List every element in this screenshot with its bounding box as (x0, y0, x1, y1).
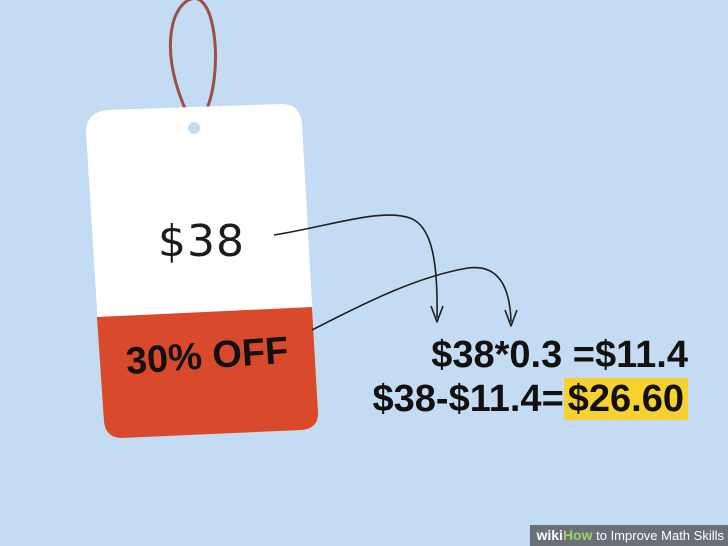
wikihow-logo: wikiHow (536, 527, 593, 543)
final-price-result: $26.60 (563, 377, 688, 420)
price-tag-red-band (97, 307, 319, 438)
final-price-calculation: $38-$11.4=$26.60 (372, 377, 688, 422)
final-price-expression: $38-$11.4= (372, 377, 564, 420)
watermark-caption: to Improve Math Skills (592, 528, 724, 543)
arrow-from-discount (311, 266, 512, 331)
tag-price-label: $38 (158, 216, 245, 267)
discount-calculation: $38*0.3 =$11.4 (431, 334, 688, 376)
arrow-from-price (273, 214, 438, 319)
tag-string (168, 0, 217, 130)
calculation-block: $38*0.3 =$11.4 $38-$11.4=$26.60 (373, 334, 688, 421)
wikihow-watermark: wikiHow to Improve Math Skills (530, 525, 728, 546)
tag-hole (188, 122, 200, 134)
